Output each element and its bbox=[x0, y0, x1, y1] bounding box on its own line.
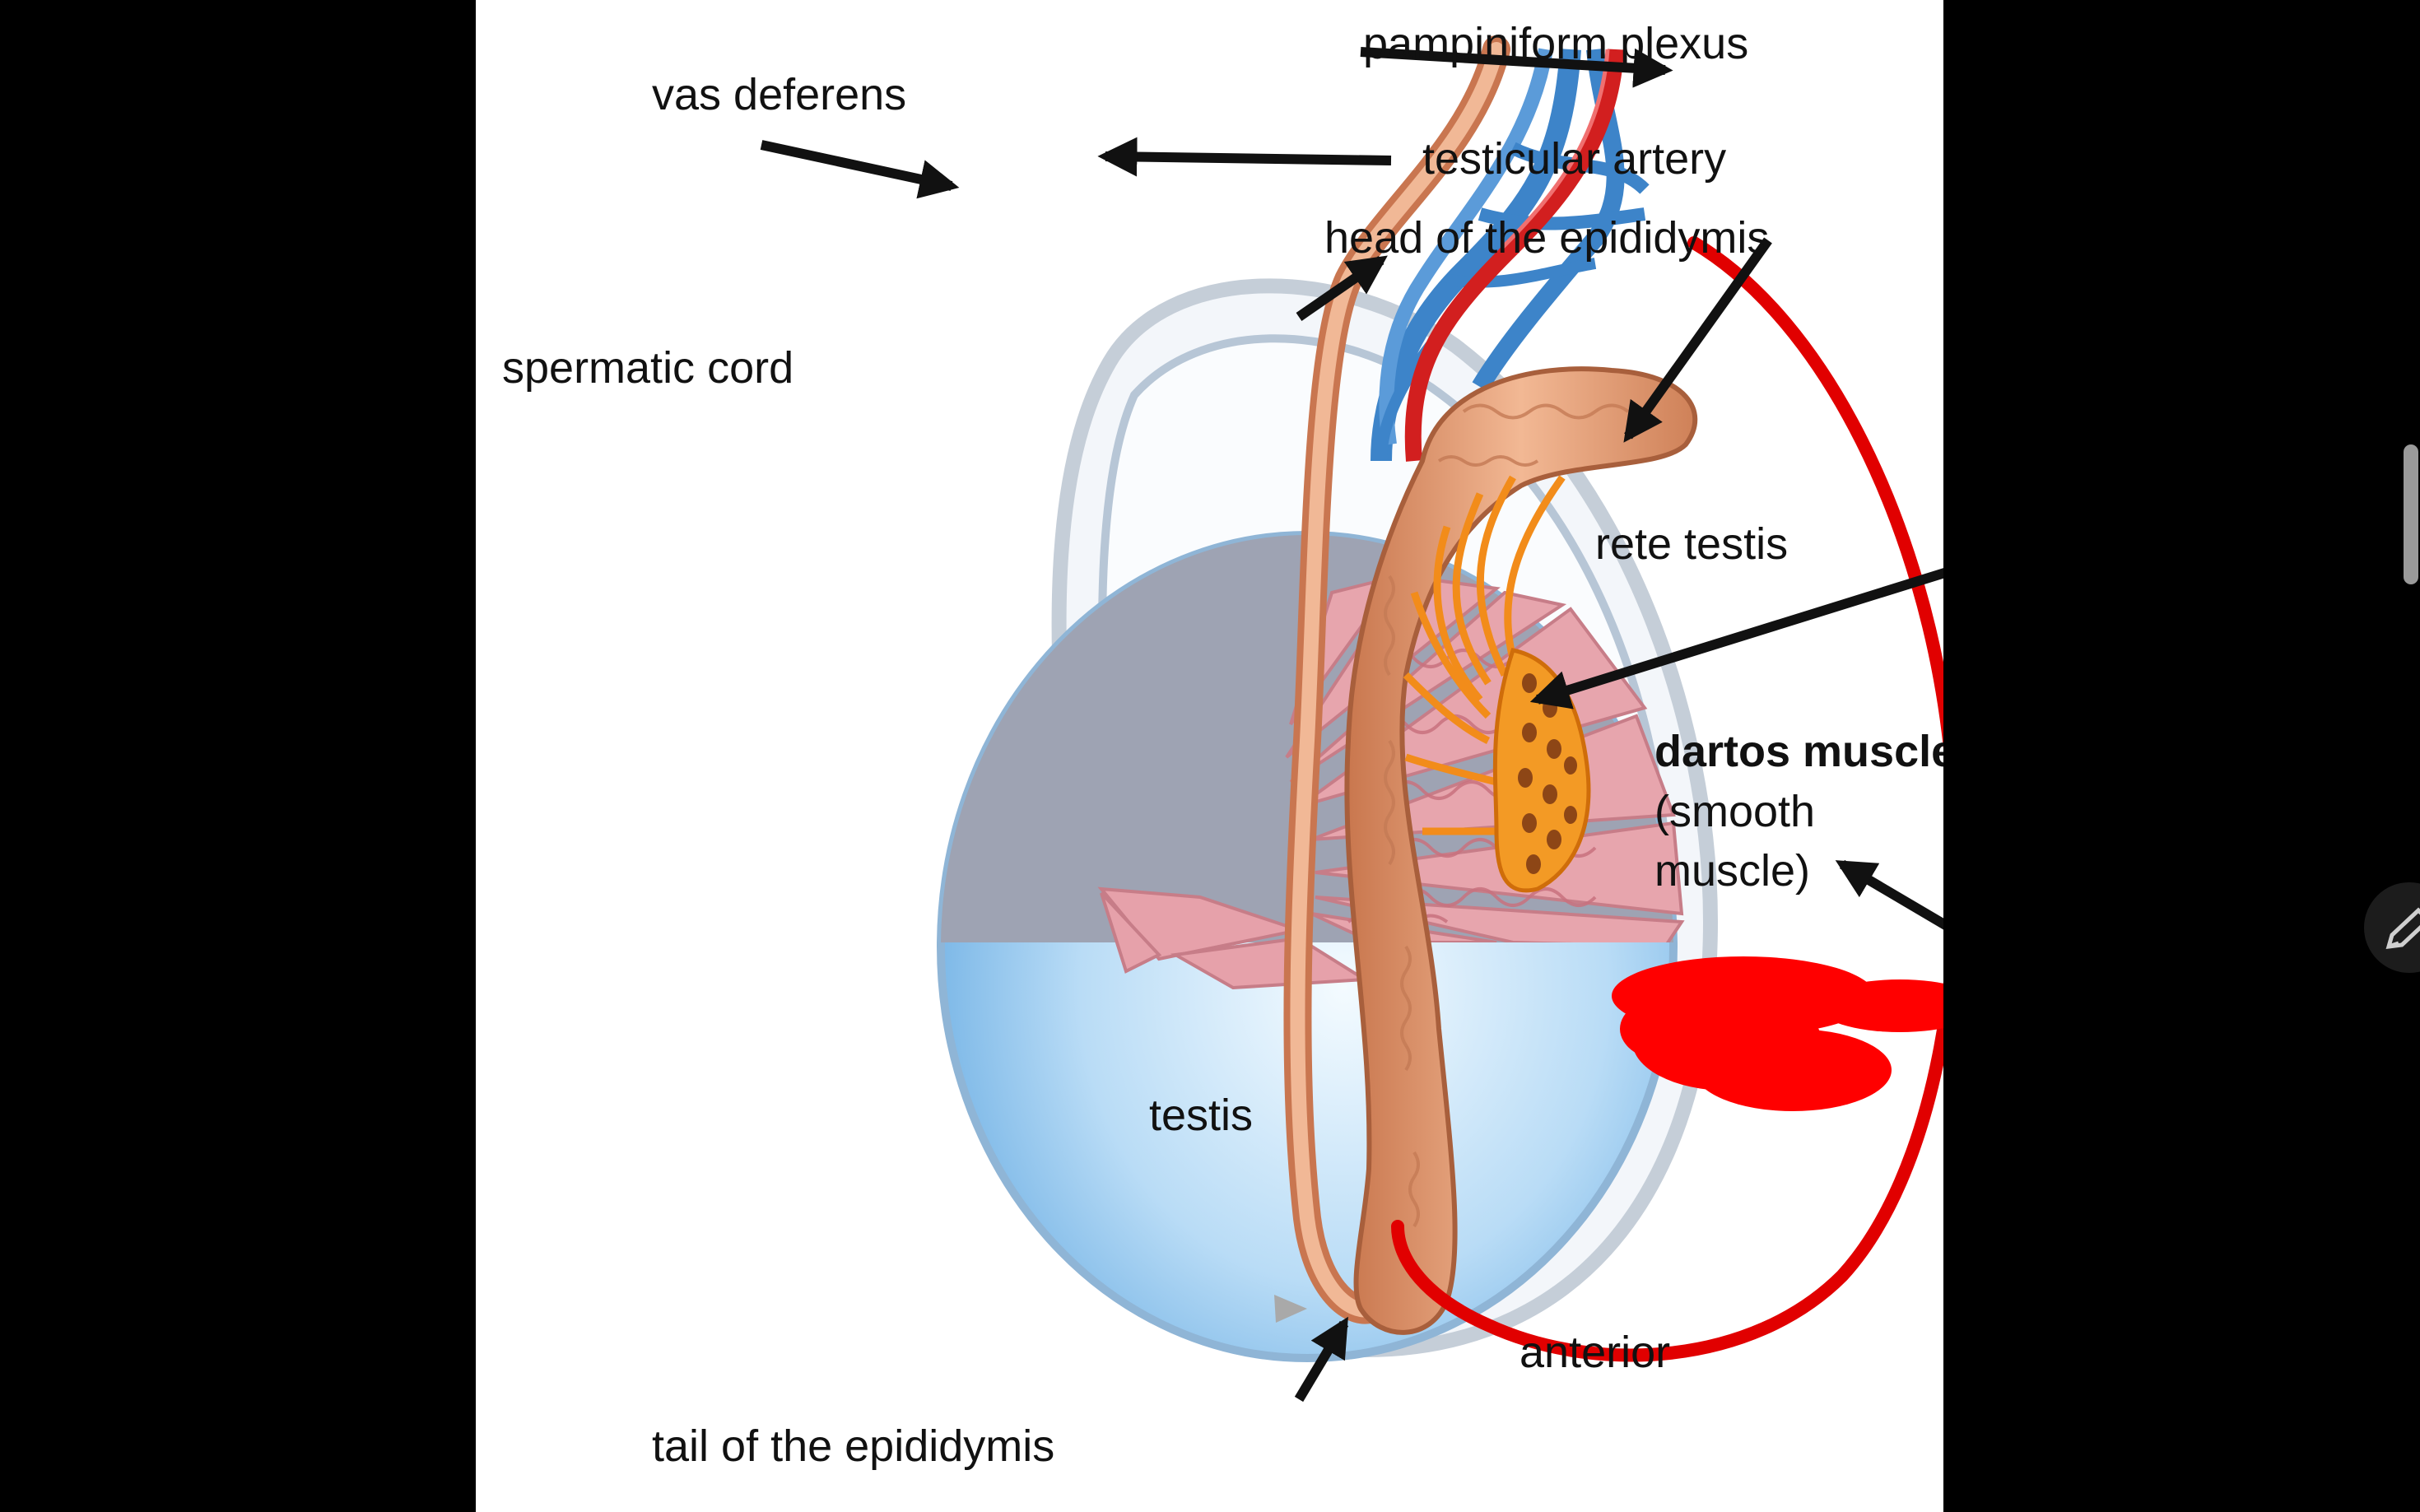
label-smooth-muscle: (smooth muscle) bbox=[1654, 787, 1816, 896]
label-arrows bbox=[760, 47, 1943, 1403]
vas-deferens-tube bbox=[1283, 35, 1510, 1324]
label-tail-of-epididymis: tail of the epididymis bbox=[652, 1421, 1055, 1471]
redaction-blob bbox=[1612, 956, 1943, 1111]
spermatic-vessels bbox=[1371, 48, 1650, 462]
arrow-testicular-artery bbox=[1097, 137, 1392, 177]
pen-icon bbox=[2385, 907, 2420, 949]
label-pampiniform-plexus: pampiniform plexus bbox=[1363, 19, 1749, 68]
diagram-canvas: vas deferens pampiniform plexus testicul… bbox=[476, 0, 1943, 1512]
dartos-annotation-curve bbox=[1391, 236, 1943, 1362]
label-spermatic-cord: spermatic cord bbox=[502, 343, 794, 393]
epididymis bbox=[1344, 366, 1698, 1335]
gray-triangle-marker bbox=[1274, 1295, 1307, 1323]
label-testis: testis bbox=[1149, 1091, 1254, 1140]
rete-testis-mesh bbox=[1492, 648, 1591, 893]
scrollbar-handle[interactable] bbox=[2404, 444, 2418, 584]
anatomy-illustration bbox=[760, 35, 1943, 1403]
label-testicular-artery: testicular artery bbox=[1422, 134, 1727, 184]
label-vas-deferens: vas deferens bbox=[652, 70, 907, 119]
label-dartos-muscle: dartos muscle bbox=[1654, 727, 1943, 776]
label-head-of-epididymis: head of the epididymis bbox=[1324, 213, 1770, 263]
pen-button[interactable] bbox=[2364, 882, 2420, 973]
label-rete-testis: rete testis bbox=[1595, 519, 1789, 569]
label-anterior: anterior bbox=[1519, 1328, 1671, 1377]
